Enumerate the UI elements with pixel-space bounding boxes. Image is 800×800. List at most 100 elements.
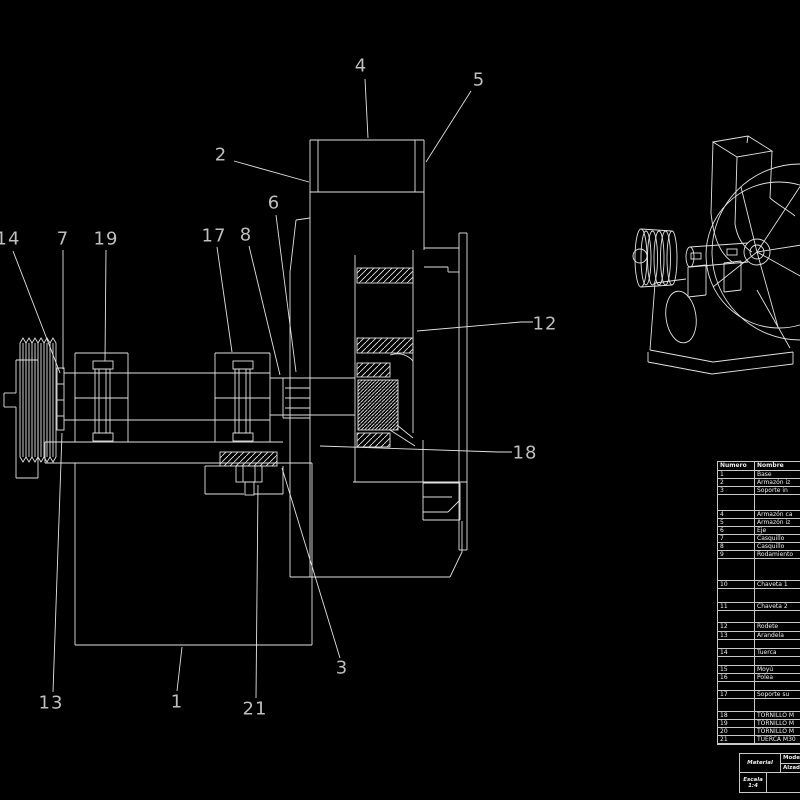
part-number (718, 589, 755, 602)
header-nombre: Nombre (757, 462, 784, 469)
part-name (755, 657, 800, 665)
part-number: 9 (718, 551, 755, 558)
callout-14: 14 (0, 228, 21, 250)
part-name: Rodete (757, 623, 779, 630)
table-row (718, 640, 800, 649)
table-row (718, 559, 800, 581)
table-row (718, 699, 800, 712)
part-number: 18 (718, 712, 755, 719)
leader-line-21 (255, 484, 259, 699)
part-name: Base (757, 471, 772, 478)
part-number: 1 (718, 471, 755, 478)
part-name: Chaveta 1 (757, 581, 788, 588)
leader-line-6 (275, 214, 297, 373)
part-number (718, 657, 755, 665)
part-name (755, 699, 800, 711)
callout-3: 3 (335, 657, 349, 679)
part-name: Eje (757, 527, 767, 534)
part-number (718, 640, 755, 648)
leader-line-12 (416, 321, 533, 332)
titleblock-field-bottom: Alzado (783, 764, 800, 771)
titleblock-field-top: Modelo (781, 754, 800, 764)
leader-line-8 (248, 245, 281, 376)
leader-line-19 (104, 249, 107, 362)
part-number (718, 682, 755, 690)
part-name: TORNILLO M (757, 720, 795, 727)
part-number: 8 (718, 543, 755, 550)
callout-7: 7 (56, 228, 70, 250)
part-number: 10 (718, 581, 755, 588)
part-name: Casquillo (757, 535, 785, 542)
callout-21: 21 (242, 698, 268, 720)
isometric-view (632, 135, 800, 375)
leader-line-17 (216, 246, 233, 353)
part-name: TORNILLO M (757, 728, 795, 735)
part-number (718, 495, 755, 510)
leader-line-5 (425, 90, 472, 163)
callout-18: 18 (512, 442, 538, 464)
scale-label: Escala (743, 776, 763, 783)
part-name: Casquillo (757, 543, 785, 550)
leader-lines (12, 78, 533, 699)
part-name: TUERCA M30 (757, 736, 796, 743)
part-name: Armazón ca (757, 511, 793, 518)
part-number (718, 699, 755, 711)
part-name (755, 589, 800, 602)
part-number: 14 (718, 649, 755, 656)
callout-8: 8 (239, 224, 253, 246)
callout-5: 5 (472, 69, 486, 91)
part-name: Moyú (757, 666, 774, 673)
header-numero: Numero (718, 462, 755, 470)
part-name: Soporte in (757, 487, 788, 494)
part-number: 13 (718, 632, 755, 639)
part-number (718, 611, 755, 622)
callout-17: 17 (201, 225, 227, 247)
part-number: 17 (718, 691, 755, 698)
table-row (718, 589, 800, 603)
leader-line-2 (233, 160, 310, 183)
leader-line-3 (281, 467, 341, 659)
callout-19: 19 (93, 228, 119, 250)
part-name: Rodamiento (757, 551, 794, 558)
part-number: 7 (718, 535, 755, 542)
part-name: TORNILLO M (757, 712, 795, 719)
part-name: Soporte su (757, 691, 790, 698)
part-name (755, 611, 800, 622)
part-name: Tuerca (757, 649, 777, 656)
part-name: Armazón iz (757, 479, 791, 486)
part-name (755, 559, 800, 580)
parts-table-header: Numero Nombre (718, 462, 800, 471)
leader-line-1 (176, 646, 183, 692)
part-number: 6 (718, 527, 755, 534)
table-row (718, 657, 800, 666)
table-row (718, 682, 800, 691)
table-row (718, 495, 800, 511)
part-number: 15 (718, 666, 755, 673)
callout-6: 6 (267, 192, 281, 214)
table-row (718, 611, 800, 623)
part-number: 3 (718, 487, 755, 494)
leader-line-4 (364, 78, 369, 139)
part-name (755, 495, 800, 510)
leader-line-18 (319, 445, 512, 453)
part-number: 16 (718, 674, 755, 681)
